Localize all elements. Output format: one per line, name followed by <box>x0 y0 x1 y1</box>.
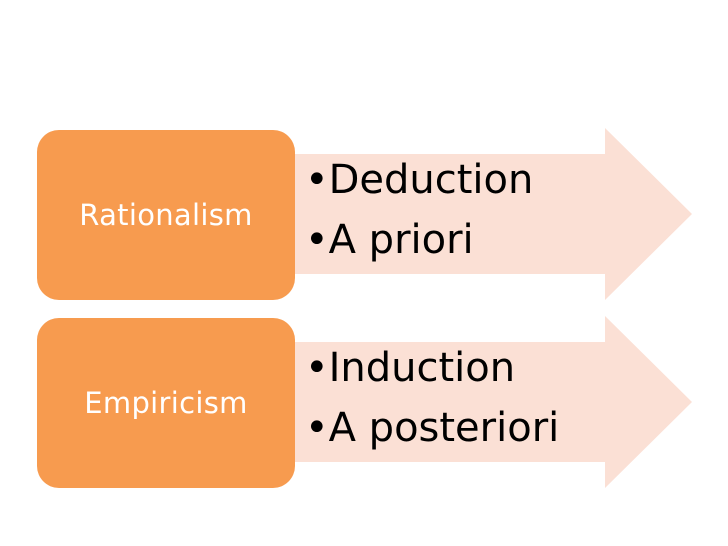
rationalism-row: Rationalism •Deduction •A priori <box>0 124 728 304</box>
category-label: Rationalism <box>37 130 295 300</box>
empiricism-row: Empiricism •Induction •A posteriori <box>0 312 728 492</box>
category-label: Empiricism <box>37 318 295 488</box>
bullet-item: •Induction <box>305 345 516 391</box>
bullet-list: •Induction •A posteriori <box>305 338 559 458</box>
bullet-item: •Deduction <box>305 157 534 203</box>
arrow-shape <box>270 316 692 488</box>
arrow-shape <box>270 128 692 300</box>
bullet-item: •A priori <box>305 217 474 263</box>
bullet-item: •A posteriori <box>305 405 560 451</box>
bullet-list: •Deduction •A priori <box>305 150 533 270</box>
